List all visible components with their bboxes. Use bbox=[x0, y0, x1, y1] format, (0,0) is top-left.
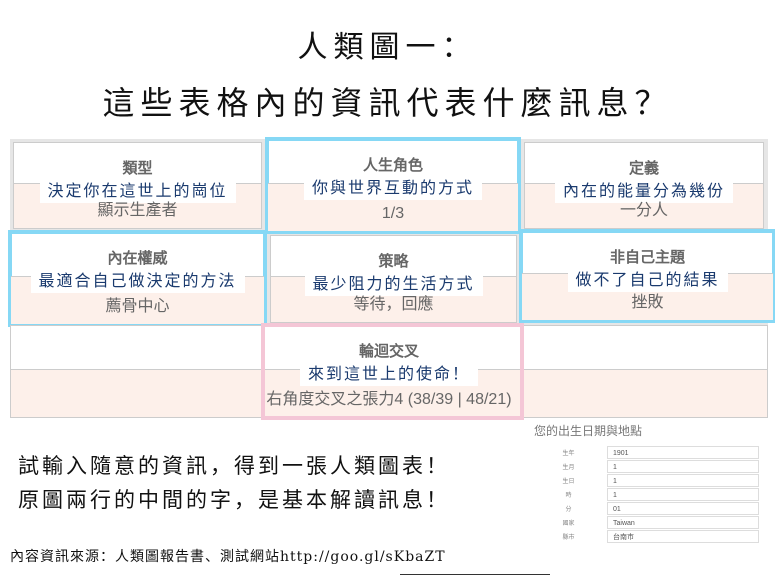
cell-label: 輪迴交叉 bbox=[358, 343, 419, 360]
cell-note: 你與世界互動的方式 bbox=[303, 172, 483, 200]
cell-label: 定義 bbox=[628, 160, 659, 177]
cross-highlight bbox=[261, 323, 524, 420]
cell-note: 做不了自己的結果 bbox=[567, 264, 728, 292]
form-title: 您的出生日期與地點 bbox=[534, 424, 643, 438]
cell-authority: 內在權威最適合自己做決定的方法薦骨中心 bbox=[8, 230, 267, 327]
cell-note: 來到這世上的使命！ bbox=[299, 358, 479, 386]
cell-value: 右角度交叉之張力4 (38/39 | 48/21) bbox=[266, 391, 512, 408]
source-underline bbox=[400, 574, 550, 575]
title-line-2: 這些表格內的資訊代表什麼訊息？ bbox=[102, 84, 673, 122]
month-input[interactable]: 1 bbox=[607, 459, 759, 473]
source-text: 內容資訊來源：人類圖報告書、測試網站http://goo.gl/sKbaZT bbox=[10, 549, 446, 565]
chart-info-grid: 類型決定你在這世上的崗位顯示生產者 人生角色你與世界互動的方式 1/3 定義內在的… bbox=[8, 137, 775, 420]
cell-note: 決定你在這世上的崗位 bbox=[39, 175, 236, 203]
country-input[interactable]: Taiwan bbox=[607, 515, 759, 529]
cell-value: 1/3 bbox=[381, 205, 405, 222]
cell-value: 等待，回應 bbox=[353, 296, 434, 313]
minute-input[interactable]: 01 bbox=[607, 501, 759, 515]
cell-incarnation-cross: 輪迴交叉來到這世上的使命！ 右角度交叉之張力4 (38/39 | 48/21) bbox=[10, 325, 768, 418]
cell-label: 非自己主題 bbox=[609, 249, 685, 266]
field-label: 縣市 bbox=[562, 534, 575, 541]
field-label: 生月 bbox=[562, 464, 575, 471]
form-row-country: 國家 Taiwan bbox=[530, 515, 770, 529]
cell-profile: 人生角色你與世界互動的方式 1/3 bbox=[265, 137, 521, 234]
cell-note: 內在的能量分為幾份 bbox=[554, 175, 734, 203]
cell-value: 薦骨中心 bbox=[105, 298, 170, 315]
cell-value: 顯示生產者 bbox=[97, 202, 178, 219]
cell-definition: 定義內在的能量分為幾份一分人 bbox=[524, 142, 764, 229]
title-line-1: 人類圖一： bbox=[297, 30, 478, 65]
field-label: 時 bbox=[565, 492, 572, 499]
cell-label: 內在權威 bbox=[107, 250, 168, 267]
cell-value: 挫敗 bbox=[631, 294, 664, 311]
cell-label: 策略 bbox=[378, 253, 409, 270]
city-input[interactable]: 台南市 bbox=[607, 529, 759, 543]
note-line-1: 試輸入隨意的資訊，得到一張人類圖表！ bbox=[18, 454, 450, 478]
field-label: 生年 bbox=[562, 450, 575, 457]
cell-note: 最少阻力的生活方式 bbox=[304, 268, 483, 296]
form-row-year: 生年 1901 bbox=[530, 445, 770, 459]
cell-note: 最適合自己做決定的方法 bbox=[30, 265, 245, 293]
field-label: 國家 bbox=[562, 520, 575, 527]
year-input[interactable]: 1901 bbox=[607, 445, 759, 459]
note-line-2: 原圖兩行的中間的字，是基本解讀訊息！ bbox=[18, 488, 450, 512]
form-row-city: 縣市 台南市 bbox=[530, 529, 770, 543]
cell-label: 類型 bbox=[122, 160, 153, 177]
cell-strategy: 策略最少阻力的生活方式等待，回應 bbox=[270, 235, 517, 323]
cell-type: 類型決定你在這世上的崗位顯示生產者 bbox=[13, 142, 262, 229]
form-row-minute: 分 01 bbox=[530, 501, 770, 515]
form-row-day: 生日 1 bbox=[530, 473, 770, 487]
hour-input[interactable]: 1 bbox=[607, 487, 759, 501]
field-label: 分 bbox=[565, 506, 572, 513]
field-label: 生日 bbox=[562, 478, 575, 485]
cell-not-self-theme: 非自己主題做不了自己的結果挫敗 bbox=[519, 229, 775, 323]
day-input[interactable]: 1 bbox=[607, 473, 759, 487]
cell-label: 人生角色 bbox=[362, 157, 423, 174]
cell-value: 一分人 bbox=[619, 202, 668, 219]
form-row-month: 生月 1 bbox=[530, 459, 770, 473]
